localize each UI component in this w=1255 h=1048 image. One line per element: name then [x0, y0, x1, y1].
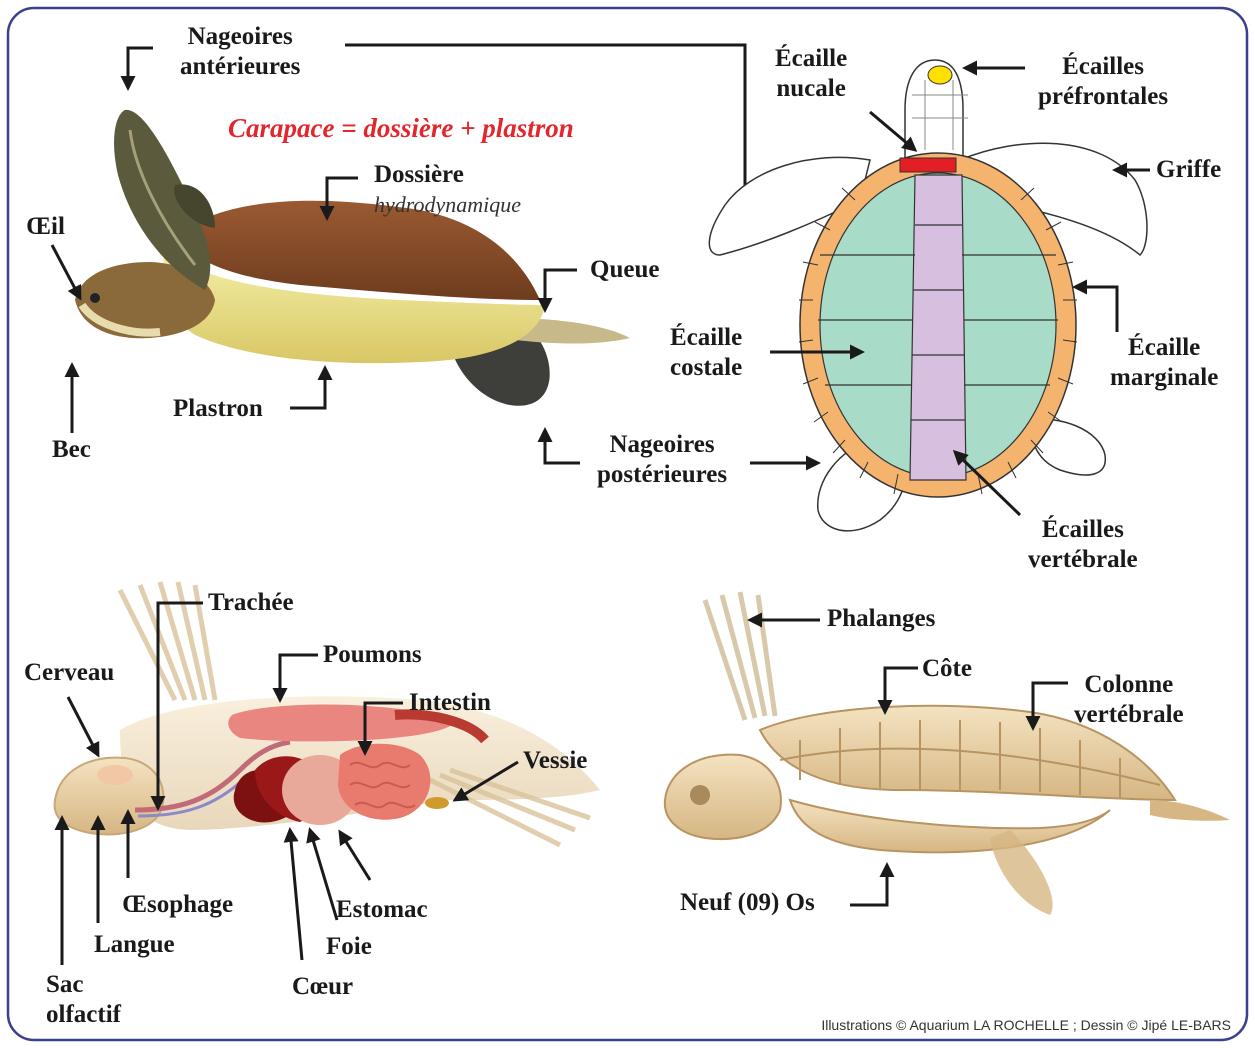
- intestine: [338, 744, 430, 820]
- brain: [97, 765, 133, 785]
- label-dossiere: Dossière hydrodynamique: [374, 160, 521, 220]
- skeleton-plastron: [790, 800, 1110, 852]
- label-bec: Bec: [52, 435, 91, 465]
- label-queue: Queue: [590, 255, 659, 285]
- label-plastron: Plastron: [173, 394, 263, 424]
- credit-line: Illustrations © Aquarium LA ROCHELLE ; D…: [821, 1017, 1231, 1033]
- label-intestin: Intestin: [409, 688, 491, 718]
- prefrontal-scales: [928, 66, 952, 84]
- label-neuf-os: Neuf (09) Os: [680, 888, 815, 918]
- label-oeil: Œil: [26, 212, 65, 242]
- skeleton-illustration: [665, 592, 1230, 915]
- scute-diagram: [709, 60, 1147, 531]
- label-oesophage: Œsophage: [122, 890, 233, 920]
- label-estomac: Estomac: [336, 895, 428, 925]
- label-cote: Côte: [922, 654, 972, 684]
- skeleton-skull: [665, 755, 781, 839]
- label-poumons: Poumons: [323, 640, 422, 670]
- label-foie: Foie: [326, 932, 372, 962]
- label-trachee: Trachée: [208, 588, 294, 618]
- bladder: [425, 797, 449, 809]
- label-vessie: Vessie: [523, 746, 587, 776]
- nuchal-scute: [900, 158, 956, 172]
- anatomy-illustration: [55, 582, 600, 845]
- vertebral-column: [910, 175, 966, 480]
- label-dossiere-note: hydrodynamique: [374, 190, 521, 220]
- label-phalanges: Phalanges: [827, 604, 935, 634]
- label-coeur: Cœur: [292, 972, 353, 1002]
- label-cerveau: Cerveau: [24, 658, 114, 688]
- turtle-side-illustration: [75, 110, 630, 406]
- carapace-formula: Carapace = dossière + plastron: [228, 113, 574, 144]
- label-langue: Langue: [94, 930, 175, 960]
- label-griffe: Griffe: [1156, 155, 1221, 185]
